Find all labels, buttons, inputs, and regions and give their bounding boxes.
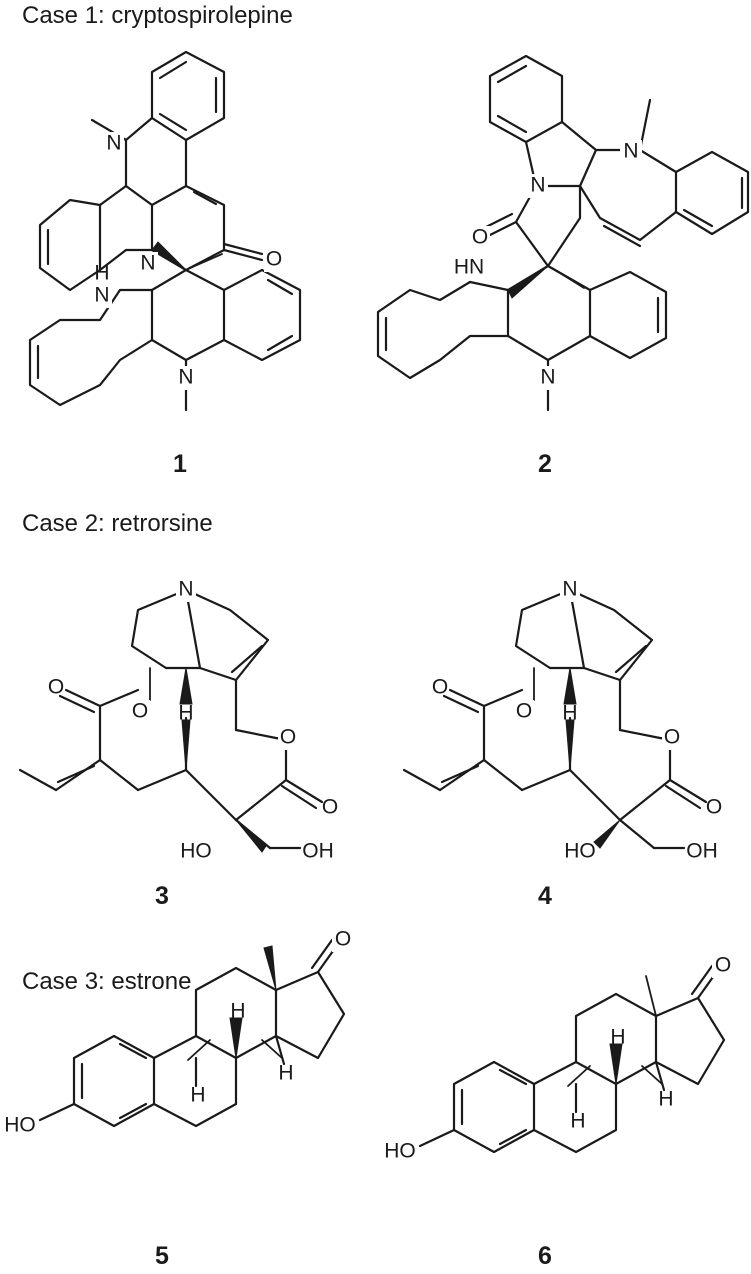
atom-oxo: O bbox=[472, 226, 488, 249]
compound-label-2: 2 bbox=[538, 450, 552, 478]
atom-ho: HO bbox=[384, 1140, 416, 1163]
compound-label-1: 1 bbox=[173, 450, 187, 478]
atom-n-top: N bbox=[623, 140, 638, 163]
atom-nh-n: N bbox=[94, 284, 109, 307]
atom-o-carbonyl1: O bbox=[48, 676, 64, 699]
atom-o-carbonyl1: O bbox=[432, 676, 448, 699]
atom-o-carbonyl2: O bbox=[322, 796, 338, 819]
atom-h-right: H bbox=[658, 1088, 673, 1111]
atom-o-carbonyl2: O bbox=[706, 796, 722, 819]
compound-label-5: 5 bbox=[155, 1242, 169, 1270]
compound-label-4: 4 bbox=[538, 882, 552, 910]
atom-oxo: O bbox=[335, 928, 351, 951]
atom-n-ring: N bbox=[530, 174, 545, 197]
atom-o-ester2: O bbox=[664, 726, 680, 749]
case-1-title: Case 1: cryptospirolepine bbox=[22, 2, 293, 29]
compound-label-6: 6 bbox=[538, 1242, 552, 1270]
atom-h-top: H bbox=[610, 1026, 625, 1049]
atom-o-ester1: O bbox=[132, 700, 148, 723]
atom-ho: HO bbox=[180, 840, 212, 863]
atom-n-ring: N bbox=[140, 252, 155, 275]
atom-h-top: H bbox=[230, 1000, 245, 1023]
atom-ho: HO bbox=[564, 840, 596, 863]
atom-o-ester1: O bbox=[516, 700, 532, 723]
atom-n: N bbox=[178, 578, 193, 601]
atom-h-left: H bbox=[570, 1110, 585, 1133]
atom-h: H bbox=[562, 702, 577, 725]
atom-nh: HN bbox=[454, 256, 484, 279]
compound-label-3: 3 bbox=[155, 882, 169, 910]
case-2-title: Case 2: retrorsine bbox=[22, 510, 213, 537]
atom-o-ester2: O bbox=[280, 726, 296, 749]
atom-oh: OH bbox=[302, 840, 334, 863]
atom-oxo: O bbox=[266, 248, 282, 271]
atom-n-bottom: N bbox=[178, 366, 193, 389]
atom-nh-h: H bbox=[94, 262, 109, 285]
atom-oxo: O bbox=[715, 954, 731, 977]
atom-n-bottom: N bbox=[540, 366, 555, 389]
atom-n: N bbox=[562, 578, 577, 601]
atom-n-methyl: N bbox=[106, 132, 121, 155]
atom-h-left: H bbox=[190, 1084, 205, 1107]
case-3-title: Case 3: estrone bbox=[22, 968, 192, 995]
atom-h: H bbox=[178, 702, 193, 725]
atom-ho: HO bbox=[4, 1114, 36, 1137]
atom-oh: OH bbox=[686, 840, 718, 863]
atom-h-right: H bbox=[278, 1062, 293, 1085]
